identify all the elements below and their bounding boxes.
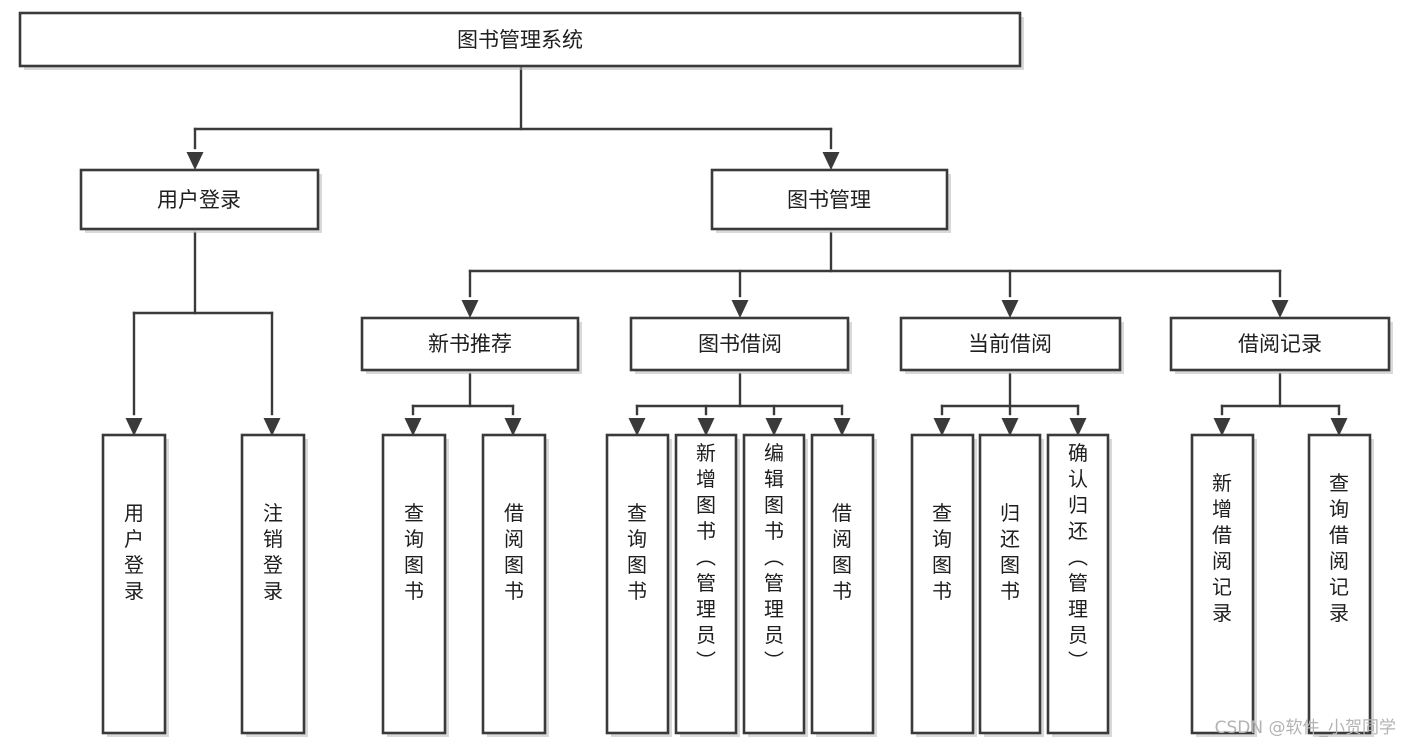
node-leaf-borrow-book-2-label: 借阅图书	[832, 501, 852, 603]
arrowhead-current-borrow	[1001, 300, 1019, 318]
arrowhead-book-manage	[822, 152, 840, 170]
node-leaf-logout-label: 注销登录	[263, 501, 283, 603]
node-leaf-query-record-label: 查询借阅记录	[1329, 471, 1349, 625]
node-leaf-query-book-2-label: 查询图书	[627, 501, 647, 603]
connector-layer	[125, 66, 1348, 436]
node-book-manage[interactable]: 图书管理	[710, 168, 951, 233]
node-leaf-query-book-1-label: 查询图书	[404, 501, 424, 603]
arrowhead-leaf-logout	[263, 418, 281, 436]
arrowhead-leaf-query-book-3	[933, 418, 951, 436]
node-leaf-borrow-book-1[interactable]: 借阅图书	[481, 433, 549, 737]
node-new-book-rec-label: 新书推荐	[428, 332, 512, 356]
arrowhead-leaf-query-book-1	[404, 418, 422, 436]
arrowhead-leaf-add-record	[1213, 418, 1231, 436]
arrowhead-leaf-add-book	[697, 418, 715, 436]
node-book-borrow-label: 图书借阅	[698, 332, 782, 356]
arrowhead-leaf-edit-book	[765, 418, 783, 436]
node-leaf-add-record[interactable]: 新增借阅记录	[1190, 433, 1257, 737]
arrowhead-new-book-rec	[461, 300, 479, 318]
arrowhead-leaf-confirm-return	[1069, 418, 1087, 436]
node-user-login[interactable]: 用户登录	[79, 168, 322, 233]
arrowhead-leaf-query-book-2	[628, 418, 646, 436]
node-leaf-query-book-1[interactable]: 查询图书	[381, 433, 449, 737]
arrowhead-book-borrow	[731, 300, 749, 318]
node-leaf-add-book-label: 新增图书︵管理员︶	[696, 441, 716, 673]
arrowhead-leaf-borrow-book-2	[833, 418, 851, 436]
arrowhead-leaf-return-book	[1001, 418, 1019, 436]
node-leaf-add-book[interactable]: 新增图书︵管理员︶	[674, 433, 740, 737]
node-leaf-query-book-2[interactable]: 查询图书	[605, 433, 672, 737]
node-leaf-edit-book[interactable]: 编辑图书︵管理员︶	[742, 433, 808, 737]
arrowhead-user-login	[186, 152, 204, 170]
arrowhead-leaf-query-record	[1330, 418, 1348, 436]
node-book-borrow[interactable]: 图书借阅	[629, 316, 852, 374]
node-leaf-user-login-label: 用户登录	[124, 501, 144, 603]
node-leaf-confirm-return-label: 确认归还︵管理员︶	[1068, 441, 1088, 673]
node-leaf-query-book-3[interactable]: 查询图书	[910, 433, 977, 737]
arrowhead-leaf-user-login	[125, 418, 143, 436]
node-book-manage-label: 图书管理	[787, 188, 871, 212]
node-leaf-query-record[interactable]: 查询借阅记录	[1307, 433, 1374, 737]
node-borrow-record-label: 借阅记录	[1238, 332, 1322, 356]
watermark-text: CSDN @软件_小贺同学	[1215, 718, 1396, 738]
node-leaf-query-book-3-label: 查询图书	[932, 501, 952, 603]
node-current-borrow[interactable]: 当前借阅	[899, 316, 1124, 374]
node-leaf-confirm-return[interactable]: 确认归还︵管理员︶	[1046, 433, 1112, 737]
node-root[interactable]: 图书管理系统	[18, 11, 1024, 70]
arrowhead-leaf-borrow-book-1	[504, 418, 522, 436]
node-leaf-logout[interactable]: 注销登录	[240, 433, 308, 737]
node-leaf-edit-book-label: 编辑图书︵管理员︶	[764, 441, 784, 673]
node-borrow-record[interactable]: 借阅记录	[1169, 316, 1393, 374]
arrowhead-borrow-record	[1271, 300, 1289, 318]
node-leaf-borrow-book-1-label: 借阅图书	[504, 501, 524, 603]
node-current-borrow-label: 当前借阅	[968, 332, 1052, 356]
node-leaf-return-book[interactable]: 归还图书	[978, 433, 1044, 737]
node-new-book-rec[interactable]: 新书推荐	[360, 316, 582, 374]
node-user-login-label: 用户登录	[157, 188, 241, 212]
node-leaf-add-record-label: 新增借阅记录	[1212, 471, 1232, 625]
node-root-label: 图书管理系统	[457, 28, 583, 52]
node-leaf-borrow-book-2[interactable]: 借阅图书	[810, 433, 877, 737]
node-leaf-return-book-label: 归还图书	[1000, 501, 1020, 603]
node-leaf-user-login[interactable]: 用户登录	[101, 433, 169, 737]
